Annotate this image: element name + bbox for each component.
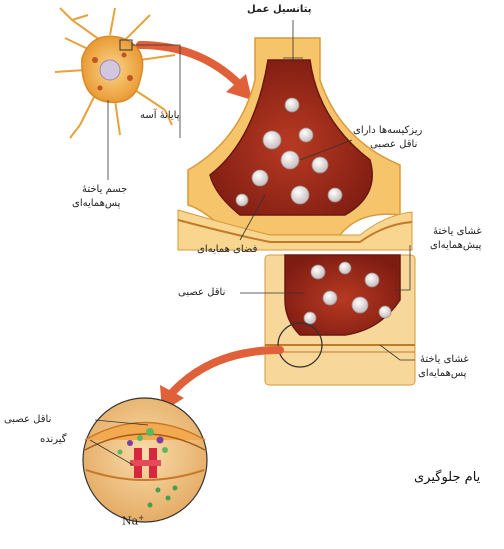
label-postsyn-membrane-line2: پس‌همایه‌ای	[418, 368, 466, 380]
label-synaptic-membrane: فضای همایه‌ای	[197, 244, 257, 256]
label-axon-terminal: پایانهٔ آسه	[140, 110, 180, 122]
label-presyn-membrane-line1: غشای یاختهٔ	[433, 226, 482, 238]
label-postsyn-body-line2: پس‌همایه‌ای	[72, 198, 120, 210]
label-neurotransmitter-left: ناقل عصبی	[4, 414, 51, 426]
label-vesicles-line2: ناقل عصبی	[370, 139, 417, 151]
label-vesicles-line1: ریزکیسه‌ها دارای	[353, 125, 422, 137]
arrow-to-receptor	[170, 350, 280, 395]
arrow-to-terminal	[140, 45, 240, 85]
label-action-potential: پتانسیل عمل	[247, 4, 311, 16]
page-text-fragment: یام جلوگیری	[414, 470, 480, 485]
label-receptor: گیرنده	[40, 434, 67, 446]
label-postsyn-body-line1: جسم یاختهٔ	[82, 184, 127, 196]
label-postsyn-membrane-line1: غشای یاختهٔ	[420, 354, 469, 366]
label-sodium: Na+	[122, 514, 144, 528]
receptor-closeup	[83, 398, 207, 522]
label-presyn-membrane-line2: پیش‌همایه‌ای	[430, 240, 481, 252]
label-neurotransmitter-mid: ناقل عصبی	[178, 287, 225, 299]
synapse-closeup	[265, 255, 415, 385]
